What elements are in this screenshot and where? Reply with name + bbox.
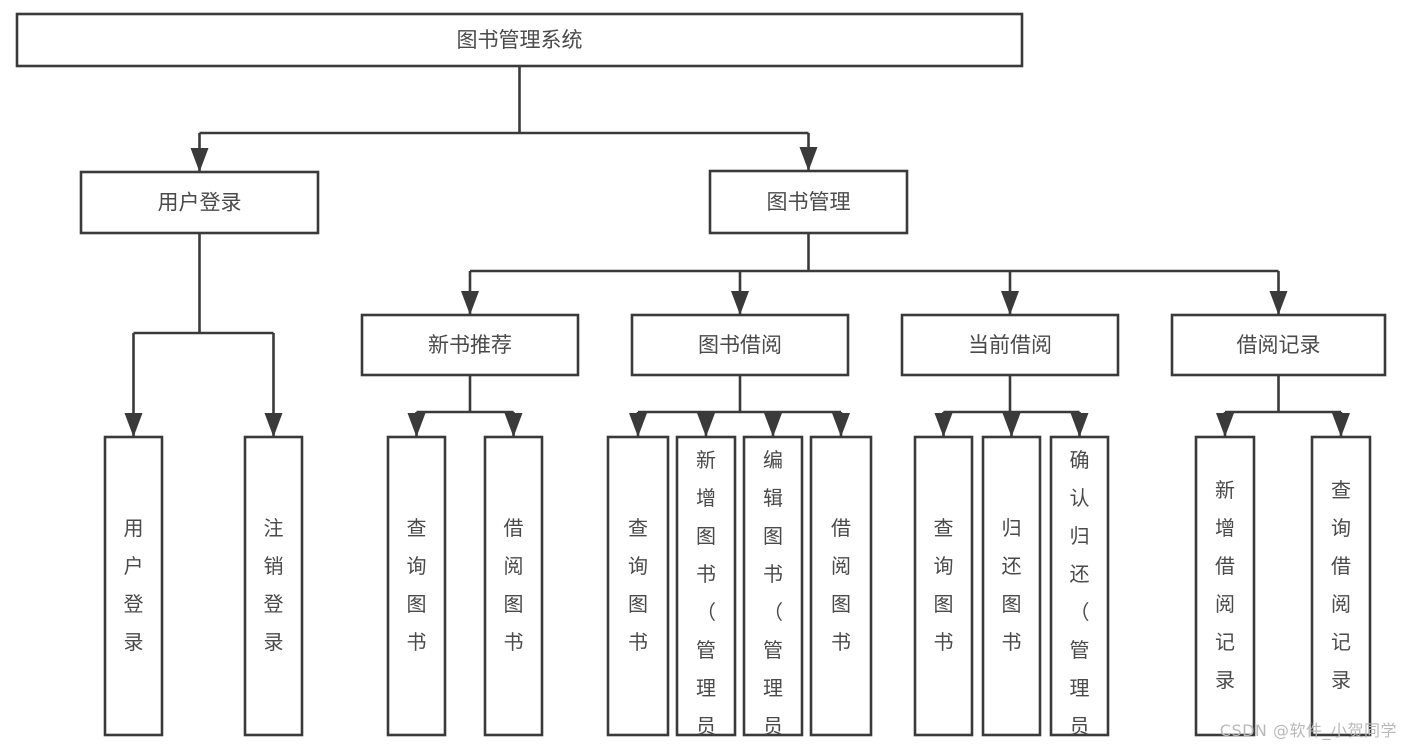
node-label: 查询图书 bbox=[934, 516, 954, 654]
node-current-borrow[interactable]: 当前借阅 bbox=[900, 313, 1120, 377]
node-label: 借阅图书 bbox=[504, 516, 524, 654]
node-label: 当前借阅 bbox=[968, 333, 1052, 357]
node-leaf-query-book-current[interactable]: 查询图书 bbox=[913, 435, 974, 737]
leaf-box bbox=[981, 435, 1042, 737]
node-leaf-user-logout[interactable]: 注销登录 bbox=[243, 435, 304, 737]
arrowhead-icon bbox=[697, 413, 715, 437]
node-leaf-query-book-borrow[interactable]: 查询图书 bbox=[606, 435, 670, 737]
leaf-box bbox=[675, 435, 737, 737]
node-label: 注销登录 bbox=[264, 516, 284, 654]
arrowhead-icon bbox=[832, 413, 850, 437]
module-box bbox=[1170, 313, 1387, 377]
leaf-box bbox=[913, 435, 974, 737]
node-label: 图书管理 bbox=[767, 190, 851, 214]
node-label: 借阅图书 bbox=[831, 516, 851, 654]
node-leaf-query-book-recommend[interactable]: 查询图书 bbox=[386, 435, 447, 737]
arrowhead-icon bbox=[1216, 413, 1234, 437]
node-new-book-recommend[interactable]: 新书推荐 bbox=[360, 313, 580, 377]
node-book-borrow[interactable]: 图书借阅 bbox=[630, 313, 850, 377]
node-label: 图书管理系统 bbox=[457, 28, 583, 52]
node-label: 用户登录 bbox=[124, 516, 144, 654]
arrowhead-icon bbox=[731, 291, 749, 315]
node-leaf-query-borrow-record[interactable]: 查询借阅记录 bbox=[1310, 435, 1372, 737]
node-label: 查询图书 bbox=[628, 516, 648, 654]
node-layer: 图书管理系统用户登录图书管理新书推荐图书借阅当前借阅借阅记录用户登录注销登录查询… bbox=[15, 12, 1387, 747]
node-label: 借阅记录 bbox=[1237, 333, 1321, 357]
node-label: 归还图书 bbox=[1002, 516, 1022, 654]
arrowhead-icon bbox=[799, 147, 818, 171]
node-borrow-record[interactable]: 借阅记录 bbox=[1170, 313, 1387, 377]
node-leaf-borrow-book[interactable]: 借阅图书 bbox=[809, 435, 873, 737]
leaf-box bbox=[1310, 435, 1372, 737]
leaf-box bbox=[386, 435, 447, 737]
node-leaf-edit-book-admin[interactable]: 编辑图书（管理员） bbox=[742, 435, 804, 747]
arrowhead-icon bbox=[124, 413, 143, 437]
node-label: 查询图书 bbox=[407, 516, 427, 654]
node-label: 编辑图书（管理员） bbox=[763, 448, 783, 747]
node-book-management[interactable]: 图书管理 bbox=[708, 169, 909, 235]
leaf-box bbox=[243, 435, 304, 737]
node-label: 新增借阅记录 bbox=[1215, 478, 1235, 692]
node-label: 用户登录 bbox=[158, 191, 242, 215]
arrowhead-icon bbox=[407, 413, 426, 437]
module-box bbox=[630, 313, 850, 377]
arrowhead-icon bbox=[461, 291, 479, 315]
arrowhead-icon bbox=[764, 413, 782, 437]
node-root[interactable]: 图书管理系统 bbox=[15, 12, 1024, 68]
node-label: 确认归还（管理员） bbox=[1070, 448, 1090, 747]
node-label: 新增图书（管理员） bbox=[696, 448, 716, 747]
module-box bbox=[900, 313, 1120, 377]
leaf-box bbox=[103, 435, 164, 737]
node-label: 新书推荐 bbox=[428, 333, 512, 357]
connector-layer bbox=[124, 66, 1350, 437]
arrowhead-icon bbox=[190, 148, 209, 172]
leaf-box bbox=[742, 435, 804, 737]
leaf-box bbox=[1194, 435, 1256, 737]
module-box bbox=[79, 170, 320, 235]
node-leaf-user-login[interactable]: 用户登录 bbox=[103, 435, 164, 737]
leaf-box bbox=[809, 435, 873, 737]
node-leaf-add-borrow-record[interactable]: 新增借阅记录 bbox=[1194, 435, 1256, 737]
arrowhead-icon bbox=[934, 413, 953, 437]
arrowhead-icon bbox=[1332, 413, 1350, 437]
arrowhead-icon bbox=[1070, 413, 1089, 437]
leaf-box bbox=[483, 435, 544, 737]
node-leaf-borrow-book-recommend[interactable]: 借阅图书 bbox=[483, 435, 544, 737]
root-box bbox=[15, 12, 1024, 68]
arrowhead-icon bbox=[264, 413, 283, 437]
node-user-login[interactable]: 用户登录 bbox=[79, 170, 320, 235]
module-box bbox=[360, 313, 580, 377]
arrowhead-icon bbox=[629, 413, 647, 437]
arrowhead-icon bbox=[504, 413, 523, 437]
arrowhead-icon bbox=[1002, 413, 1021, 437]
node-label: 查询借阅记录 bbox=[1331, 478, 1351, 692]
leaf-box bbox=[606, 435, 670, 737]
node-label: 图书借阅 bbox=[698, 333, 782, 357]
module-box bbox=[708, 169, 909, 235]
arrowhead-icon bbox=[1001, 291, 1019, 315]
leaf-box bbox=[1049, 435, 1110, 737]
node-leaf-add-book-admin[interactable]: 新增图书（管理员） bbox=[675, 435, 737, 747]
node-leaf-return-book[interactable]: 归还图书 bbox=[981, 435, 1042, 737]
node-leaf-confirm-return-admin[interactable]: 确认归还（管理员） bbox=[1049, 435, 1110, 747]
arrowhead-icon bbox=[1269, 291, 1288, 315]
